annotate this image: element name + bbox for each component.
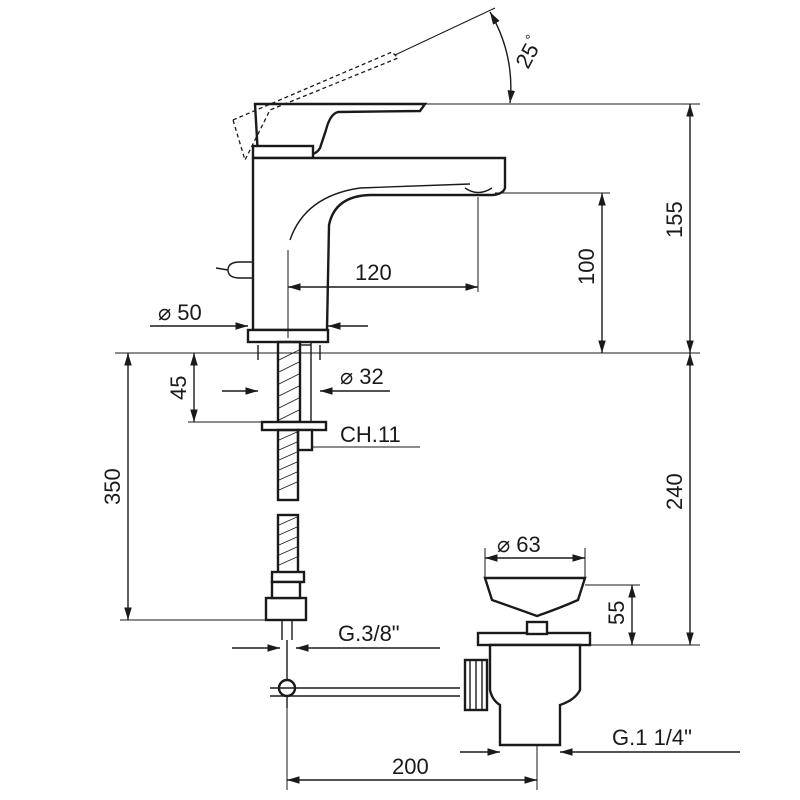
- svg-text:155: 155: [662, 201, 687, 238]
- dim-under-counter: 240: [590, 353, 700, 646]
- svg-text:200: 200: [392, 754, 429, 779]
- svg-text:45: 45: [166, 376, 191, 400]
- dim-spout-height: 100: [495, 192, 610, 353]
- tilt-angle-label: 25°: [509, 32, 547, 73]
- svg-text:55: 55: [604, 601, 629, 625]
- svg-text:240: 240: [662, 473, 687, 510]
- svg-text:G.1 1/4": G.1 1/4": [612, 725, 692, 750]
- dim-base-diameter: ⌀50: [150, 300, 368, 330]
- svg-text:⌀63: ⌀63: [497, 532, 541, 557]
- faucet-body: [215, 102, 507, 344]
- dim-spout-reach: 120: [287, 197, 479, 338]
- shank-assembly: [257, 340, 328, 452]
- dim-hose-thread: G.3/8": [232, 621, 440, 652]
- dim-waste-height: 55: [585, 584, 640, 645]
- svg-text:CH.11: CH.11: [340, 422, 401, 447]
- dim-hex-nut: CH.11: [312, 422, 420, 448]
- svg-text:⌀50: ⌀50: [158, 300, 202, 325]
- dim-shank-diameter: ⌀32: [222, 364, 390, 395]
- svg-text:⌀32: ⌀32: [340, 364, 384, 389]
- svg-text:100: 100: [574, 248, 599, 285]
- dim-hose-length: 350: [100, 353, 270, 621]
- svg-text:120: 120: [355, 260, 392, 285]
- waste-assembly: [270, 576, 592, 747]
- dim-waste-thread: G.1 1/4": [460, 725, 740, 756]
- flex-hose: [264, 349, 308, 708]
- svg-text:G.3/8": G.3/8": [338, 621, 400, 646]
- dim-height-total: 155: [510, 103, 700, 353]
- svg-text:350: 350: [100, 468, 125, 505]
- dim-rod-length: 200: [286, 708, 538, 790]
- dim-waste-diameter: ⌀63: [484, 532, 586, 578]
- dim-shank-length: 45: [166, 353, 262, 423]
